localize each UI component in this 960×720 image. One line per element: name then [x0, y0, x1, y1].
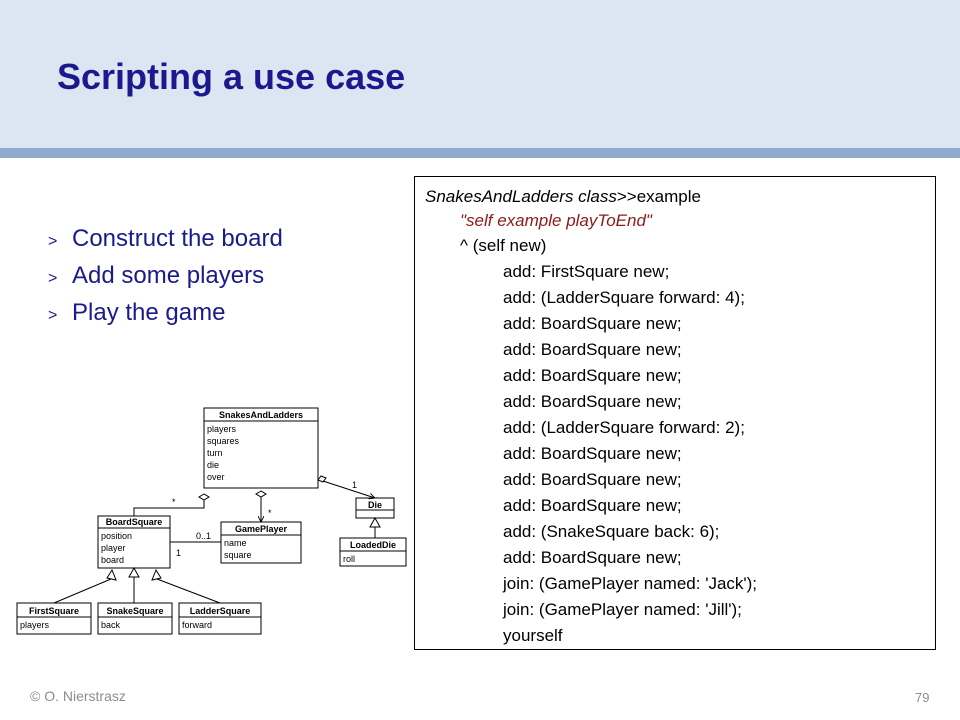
- uml-class-name: LadderSquare: [190, 606, 251, 616]
- uml-class-name: Die: [368, 500, 382, 510]
- code-class-name: SnakesAndLadders class: [425, 187, 617, 206]
- uml-multiplicity: *: [268, 508, 272, 518]
- uml-class-name: FirstSquare: [29, 606, 79, 616]
- code-line: yourself: [503, 626, 563, 645]
- code-separator: >>: [616, 187, 637, 206]
- page-number: 79: [915, 690, 930, 705]
- code-line: add: BoardSquare new;: [503, 392, 682, 411]
- uml-attribute: board: [101, 555, 124, 565]
- uml-generalization-board-square: [53, 566, 221, 604]
- uml-association-die: 1: [317, 475, 375, 498]
- chevron-right-icon: >: [48, 307, 58, 324]
- uml-attribute: name: [224, 538, 247, 548]
- uml-attribute: position: [101, 531, 132, 541]
- uml-attribute: square: [224, 550, 252, 560]
- uml-class-name: SnakeSquare: [106, 606, 163, 616]
- uml-class-snake-square: SnakeSquare back: [97, 602, 173, 635]
- uml-attribute: players: [207, 424, 237, 434]
- uml-multiplicity: *: [172, 497, 176, 507]
- code-method-name: example: [636, 187, 701, 206]
- uml-association-player-square: 0..1 1: [170, 531, 221, 558]
- slide-header: [0, 0, 960, 148]
- uml-multiplicity: 0..1: [196, 531, 211, 541]
- bullet-item: > Play the game: [48, 294, 283, 331]
- uml-class-name: BoardSquare: [106, 517, 163, 527]
- bullet-item: > Construct the board: [48, 220, 283, 257]
- code-line: add: BoardSquare new;: [503, 366, 682, 385]
- uml-attribute: back: [101, 620, 121, 630]
- chevron-right-icon: >: [48, 270, 58, 287]
- uml-multiplicity: 1: [352, 480, 357, 490]
- uml-class-name: GamePlayer: [235, 524, 288, 534]
- code-line: add: BoardSquare new;: [503, 470, 682, 489]
- code-line: add: FirstSquare new;: [503, 262, 670, 281]
- uml-class-name: LoadedDie: [350, 540, 396, 550]
- bullet-list: > Construct the board > Add some players >…: [48, 220, 283, 331]
- code-line: add: BoardSquare new;: [503, 314, 682, 333]
- code-line: add: BoardSquare new;: [503, 340, 682, 359]
- code-line: add: BoardSquare new;: [503, 548, 682, 567]
- uml-class-ladder-square: LadderSquare forward: [178, 602, 262, 635]
- uml-multiplicity: 1: [176, 548, 181, 558]
- code-line: add: BoardSquare new;: [503, 496, 682, 515]
- uml-association-players: *: [255, 490, 272, 522]
- uml-class-board-square: BoardSquare position player board: [97, 515, 171, 569]
- code-line: add: (SnakeSquare back: 6);: [503, 522, 720, 541]
- uml-class-loaded-die: LoadedDie roll: [339, 537, 407, 567]
- uml-class-first-square: FirstSquare players: [16, 602, 92, 635]
- footer-copyright: © O. Nierstrasz: [30, 688, 126, 704]
- uml-attribute: players: [20, 620, 50, 630]
- bullet-text: Play the game: [72, 299, 226, 326]
- code-line: add: (LadderSquare forward: 2);: [503, 418, 745, 437]
- uml-attribute: over: [207, 472, 225, 482]
- chevron-right-icon: >: [48, 233, 58, 250]
- uml-attribute: forward: [182, 620, 212, 630]
- uml-attribute: turn: [207, 448, 223, 458]
- uml-attribute: roll: [343, 554, 355, 564]
- uml-generalization-die: [369, 516, 381, 538]
- uml-class-game-player: GamePlayer name square: [220, 521, 302, 564]
- slide-title: Scripting a use case: [57, 56, 406, 97]
- code-listing: SnakesAndLadders class>>example "self ex…: [414, 176, 936, 650]
- header-divider-bar: [0, 148, 960, 158]
- code-line: join: (GamePlayer named: 'Jill');: [503, 600, 742, 619]
- code-line: join: (GamePlayer named: 'Jack');: [503, 574, 758, 593]
- uml-class-name: SnakesAndLadders: [219, 410, 303, 420]
- uml-attribute: player: [101, 543, 126, 553]
- code-line: ^ (self new): [460, 236, 547, 255]
- uml-association-squares: *: [133, 493, 210, 516]
- uml-class-snakes-and-ladders: SnakesAndLadders players squares turn di…: [203, 407, 319, 489]
- code-method-header: SnakesAndLadders class>>example: [425, 187, 701, 207]
- code-comment: "self example playToEnd": [460, 211, 652, 230]
- bullet-text: Add some players: [72, 262, 265, 289]
- uml-class-die: Die: [355, 497, 395, 519]
- uml-attribute: squares: [207, 436, 240, 446]
- bullet-text: Construct the board: [72, 225, 283, 252]
- code-line: add: BoardSquare new;: [503, 444, 682, 463]
- bullet-item: > Add some players: [48, 257, 283, 294]
- code-line: add: (LadderSquare forward: 4);: [503, 288, 745, 307]
- uml-attribute: die: [207, 460, 219, 470]
